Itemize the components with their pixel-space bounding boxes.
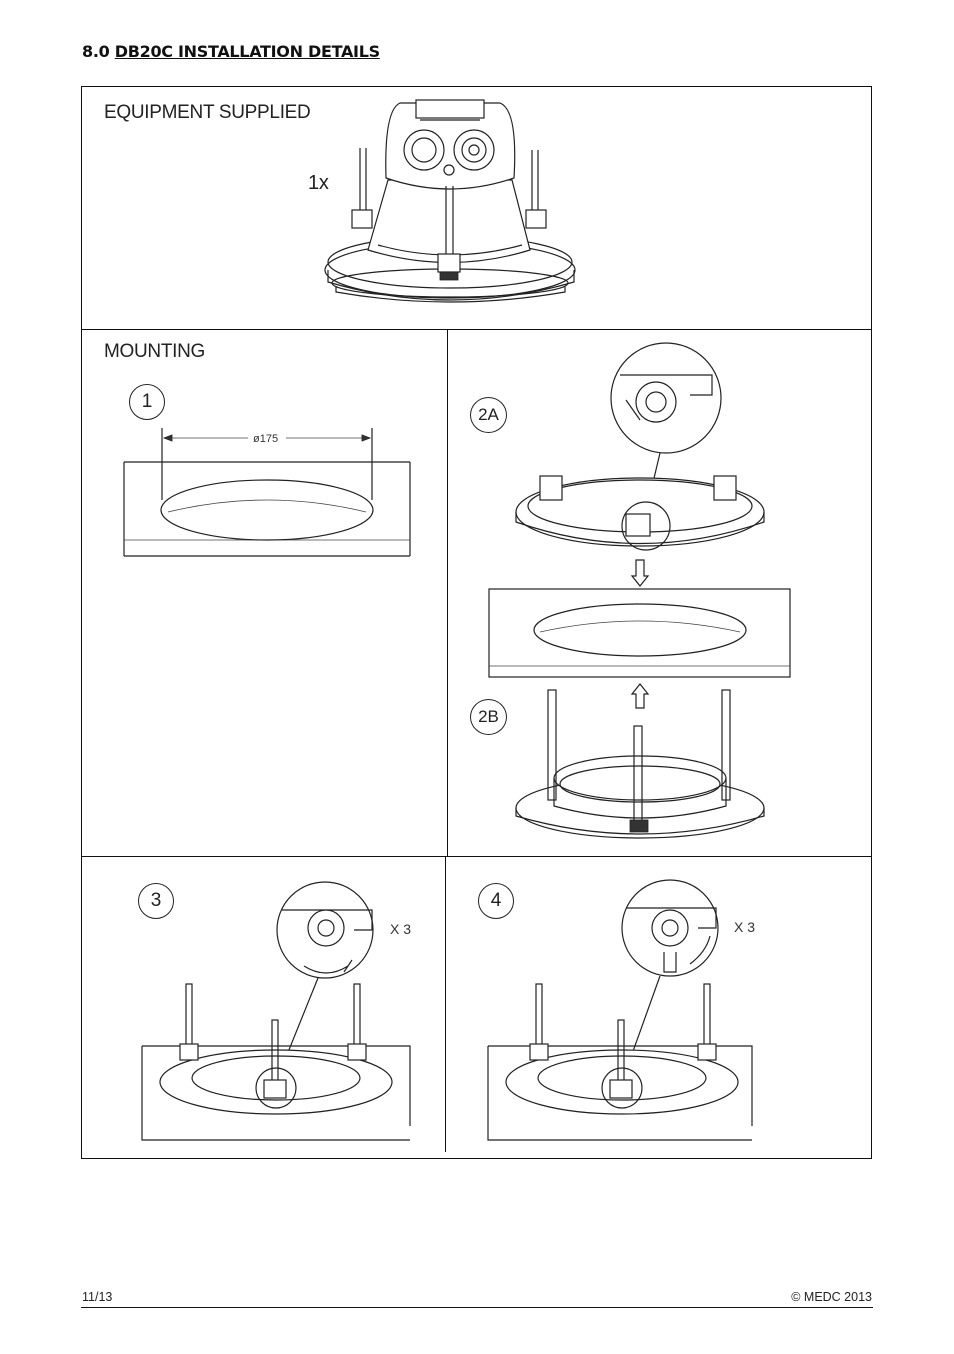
section-number: 8.0 — [82, 42, 110, 61]
divider-steps-vertical — [445, 856, 446, 1152]
step-2-panel — [488, 588, 791, 678]
enclosure-illustration — [324, 99, 576, 303]
step-3-marker: 3 — [138, 883, 174, 919]
step-2a-marker: 2A — [470, 397, 507, 433]
page-number: 11/13 — [82, 1290, 113, 1304]
divider-mounting — [81, 856, 872, 857]
mounting-label: MOUNTING — [104, 341, 206, 362]
section-title: DB20C INSTALLATION DETAILS — [114, 42, 380, 61]
copyright: © MEDC 2013 — [791, 1290, 872, 1304]
step-3-quantity: X 3 — [390, 921, 411, 937]
divider-equipment — [81, 329, 872, 330]
divider-mounting-vertical — [447, 329, 448, 856]
step-2b-drawing — [515, 683, 765, 839]
step-1-marker: 1 — [129, 384, 165, 420]
equipment-quantity: 1x — [308, 172, 329, 194]
step-4-marker: 4 — [478, 883, 514, 919]
step-3-drawing: X 3 — [141, 881, 411, 1141]
footer-rule — [81, 1307, 873, 1308]
step-1-drawing: ø175 — [123, 428, 411, 557]
equipment-label: EQUIPMENT SUPPLIED — [104, 102, 311, 123]
step-4-drawing: X 3 — [487, 879, 755, 1141]
step-2a-drawing — [515, 342, 765, 587]
step-1-dimension: ø175 — [253, 433, 278, 445]
step-4-quantity: X 3 — [734, 919, 755, 935]
section-heading: 8.0 DB20C INSTALLATION DETAILS — [82, 42, 380, 61]
step-2b-marker: 2B — [470, 699, 507, 735]
installation-figure-frame — [81, 86, 872, 1159]
